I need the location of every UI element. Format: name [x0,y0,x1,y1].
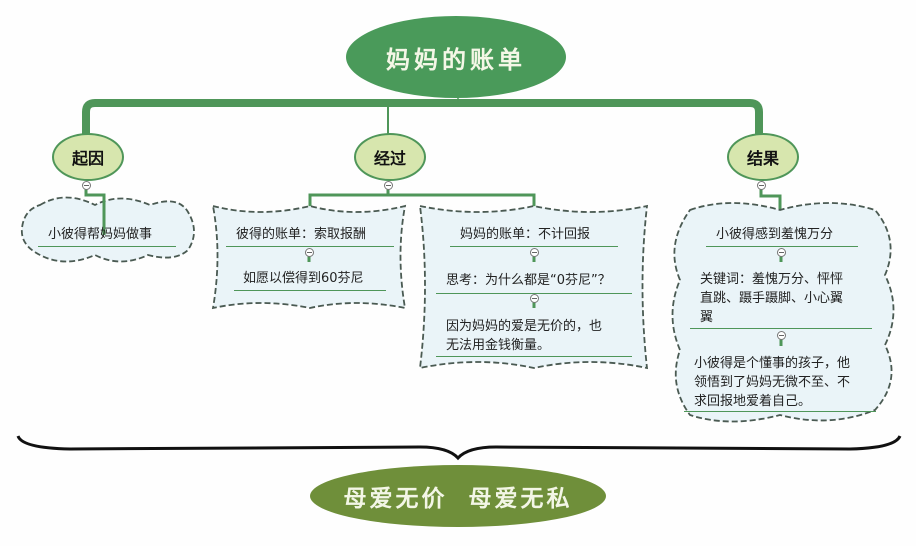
node-underline [38,246,176,247]
cloud-cause [20,196,195,263]
branch-node-process[interactable]: 经过 [354,133,426,181]
collapse-toggle-result[interactable] [757,181,766,190]
node-peter-bill[interactable]: 彼得的账单：索取报酬 [236,227,367,242]
collapse-toggle-cause[interactable] [82,181,91,190]
node-underline [226,246,394,247]
node-conclusion-line2[interactable]: 领悟到了妈妈无微不至、不 [694,375,851,390]
node-mother-bill[interactable]: 妈妈的账单：不计回报 [460,227,591,242]
node-keywords-line3[interactable]: 翼 [700,310,714,325]
branch-node-result[interactable]: 结果 [727,133,799,181]
cloud-result [671,202,895,423]
collapse-toggle-keywords[interactable] [777,331,786,340]
node-peter-reward[interactable]: 如愿以偿得到60芬尼 [243,271,364,286]
node-underline [690,328,872,329]
branch-node-cause[interactable]: 起因 [52,133,124,181]
node-keywords-line1[interactable]: 关键词：羞愧万分、怦怦 [700,272,844,287]
node-thinking-question[interactable]: 思考：为什么都是“0芬尼”？ [446,273,611,288]
node-underline [684,411,876,412]
node-underline [234,290,386,291]
node-answer-line2[interactable]: 无法用金钱衡量。 [446,338,551,353]
node-keywords-line2[interactable]: 直跳、蹑手蹑脚、小心翼 [700,291,844,306]
node-cause-item[interactable]: 小彼得帮妈妈做事 [48,227,153,242]
node-conclusion-line1[interactable]: 小彼得是个懂事的孩子，他 [694,356,851,371]
node-result-feeling[interactable]: 小彼得感到羞愧万分 [716,227,834,242]
collapse-toggle-feeling[interactable] [777,248,786,257]
collapse-toggle-thinking[interactable] [530,294,539,303]
node-underline [436,356,632,357]
node-answer-line1[interactable]: 因为妈妈的爱是无价的，也 [446,319,603,334]
node-underline [706,246,858,247]
collapse-toggle-peter-bill[interactable] [305,248,314,257]
summary-node[interactable]: 母爱无价 母爱无私 [310,465,606,527]
root-node-title[interactable]: 妈妈的账单 [346,16,566,98]
node-conclusion-line3[interactable]: 求回报地爱着自己。 [694,394,812,409]
collapse-toggle-mother-bill[interactable] [530,248,539,257]
summary-brace [16,435,902,461]
collapse-toggle-process[interactable] [384,181,393,190]
node-underline [450,246,618,247]
